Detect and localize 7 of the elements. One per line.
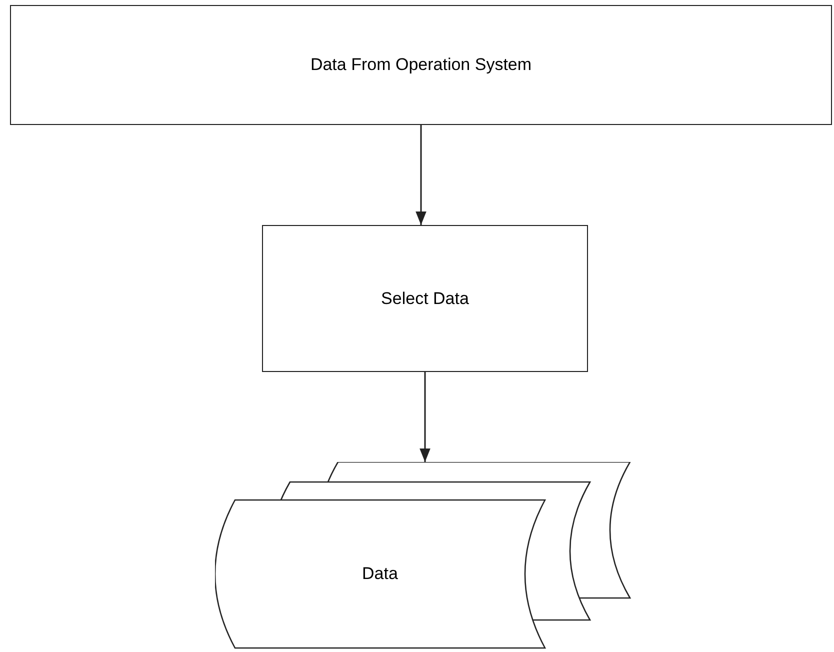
node-label: Data <box>362 563 398 586</box>
node-label: Select Data <box>381 288 469 310</box>
arrow <box>416 125 426 225</box>
process-box <box>10 5 832 125</box>
node-label: Data From Operation System <box>310 54 532 76</box>
arrow <box>420 372 430 462</box>
process-box <box>262 225 588 372</box>
